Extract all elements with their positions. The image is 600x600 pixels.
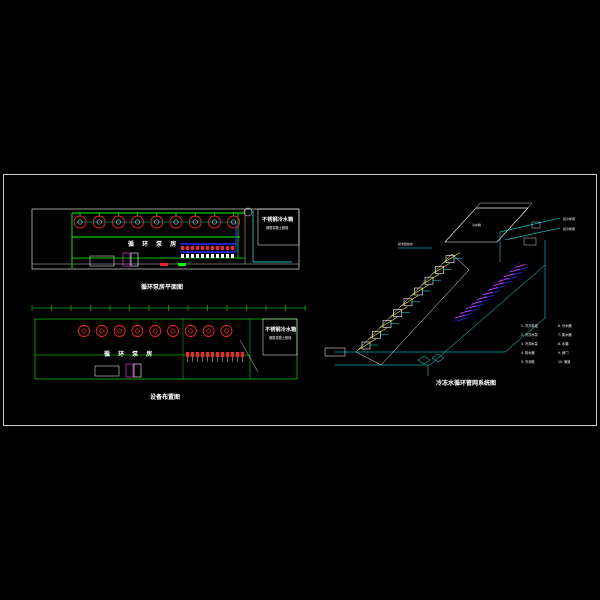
system-label-left: 接市政给水: [398, 241, 413, 246]
pump-symbol: [181, 246, 184, 258]
iso-unit: [399, 295, 420, 308]
pipe-segment: [482, 291, 495, 299]
legend-item-2: 2. 冷冻水泵: [521, 332, 539, 337]
pump-symbol: [216, 352, 219, 362]
iso-unit: [441, 252, 462, 264]
pump-symbol: [236, 352, 239, 362]
legend-item-10: 10. 管道: [558, 359, 571, 364]
pump-symbol: [206, 352, 209, 362]
pump-symbol: [226, 246, 229, 258]
pump-symbol: [231, 352, 234, 362]
plan-bottom-tank-subtitle: 钢筋混凝土基础: [269, 335, 291, 340]
pump-symbol: [211, 246, 214, 258]
plan-bottom-view: 循 环 泵 房 不锈钢冷水箱 钢筋混凝土基础 设备布置图: [31, 305, 306, 401]
pipe-segment: [454, 314, 468, 322]
chiller-symbol: [207, 212, 221, 229]
chiller-symbol: [167, 325, 179, 337]
plan-bottom-caption: 设备布置图: [150, 393, 180, 401]
chiller-symbol: [227, 212, 241, 229]
pump-symbol: [201, 246, 204, 258]
system-label-top-2: 接冷却塔: [563, 226, 575, 231]
pump-symbol: [221, 246, 224, 258]
pump-symbol: [186, 246, 189, 258]
chiller-symbol: [95, 325, 108, 337]
pipe-segment: [493, 282, 506, 290]
plan-top-tank-title: 不锈钢冷水箱: [262, 215, 294, 223]
chiller-symbol: [184, 325, 197, 337]
pump-symbol: [201, 352, 204, 362]
chiller-symbol: [113, 325, 126, 337]
plan-bottom-tank-title: 不锈钢冷水箱: [265, 325, 297, 333]
pipe-segment: [465, 305, 479, 313]
pump-symbol: [221, 352, 224, 362]
pump-symbol: [186, 352, 189, 362]
legend-item-8: 8. 水箱: [558, 341, 569, 346]
chiller-symbol: [92, 212, 106, 229]
iso-unit: [378, 317, 399, 329]
chiller-symbol: [220, 325, 233, 337]
pipe-segment: [509, 268, 523, 276]
chiller-symbol: [111, 212, 125, 229]
pump-symbol: [211, 352, 214, 362]
chiller-symbol: [188, 212, 202, 229]
chiller-symbol: [149, 325, 162, 337]
plan-top-tank-subtitle: 钢筋混凝土基础: [266, 225, 288, 230]
legend-item-1: 1. 冷冻机组: [521, 323, 539, 328]
plan-top-caption: 循环泵房平面图: [141, 283, 183, 291]
pump-symbol: [226, 352, 229, 362]
iso-unit: [431, 263, 452, 275]
pipe-segment: [515, 264, 528, 271]
pipe-segment: [504, 273, 517, 280]
plan-top-room-label: 循 环 泵 房: [128, 240, 179, 248]
system-tank-label: 冷水箱: [472, 222, 481, 227]
chiller-symbol: [150, 212, 164, 229]
chiller-symbol: [78, 325, 90, 337]
iso-unit: [420, 273, 441, 286]
pipe-segment: [460, 310, 473, 317]
legend-item-4: 4. 软水器: [521, 350, 535, 355]
iso-unit: [410, 284, 431, 297]
chiller-symbol: [73, 212, 87, 229]
legend-item-9: 9. 阀门: [558, 350, 568, 355]
iso-unit: [389, 306, 410, 318]
system-diagram-view: 冷水箱 接冷却塔 接冷却塔 接市政给水 1. 冷冻机组: [324, 202, 575, 387]
distribution-pipe-bank: [452, 261, 528, 323]
plan-bottom-outline: [34, 318, 298, 380]
pump-symbol: [196, 352, 199, 362]
legend: 1. 冷冻机组 2. 冷冻水泵 3. 冷却水泵 4. 软水器 5. 冷却塔 6.…: [521, 323, 572, 364]
system-tank: [444, 207, 529, 243]
iso-unit: [357, 338, 378, 351]
bottom-chiller-row: [78, 325, 233, 337]
iso-unit: [368, 327, 389, 340]
pump-symbol: [241, 352, 244, 362]
top-pump-row: [181, 246, 234, 258]
chiller-symbol: [169, 212, 183, 229]
top-chiller-row: [73, 212, 241, 229]
pipe-line: [452, 261, 521, 323]
chiller-symbol: [131, 212, 145, 229]
pump-symbol: [216, 246, 219, 258]
legend-item-6: 6. 分水器: [558, 323, 572, 328]
system-label-top-1: 接冷却塔: [563, 216, 575, 221]
chiller-symbol: [202, 325, 215, 337]
legend-item-7: 7. 集水器: [558, 332, 572, 337]
legend-item-3: 3. 冷却水泵: [521, 341, 539, 346]
legend-item-5: 5. 冷却塔: [521, 359, 535, 364]
system-caption: 冷冻水循环管网系统图: [436, 379, 496, 387]
plan-top-view: 循 环 泵 房 不锈钢冷水箱 钢筋混凝土基础 循环泵房平面图: [31, 207, 300, 291]
plan-bottom-room-label: 循 环 泵 房: [104, 350, 155, 358]
pump-symbol: [196, 246, 199, 258]
pump-symbol: [191, 352, 194, 362]
pump-symbol: [206, 246, 209, 258]
bottom-pump-row: [186, 352, 244, 362]
pump-symbol: [191, 246, 194, 258]
pipe-segment: [498, 277, 512, 285]
pipe-segment: [487, 287, 501, 294]
chiller-symbol: [131, 325, 144, 337]
isometric-equipment-stack: [357, 252, 462, 351]
dimension-ticks: [31, 305, 306, 311]
pump-symbol: [231, 246, 234, 258]
drawing-frame: [3, 174, 597, 426]
